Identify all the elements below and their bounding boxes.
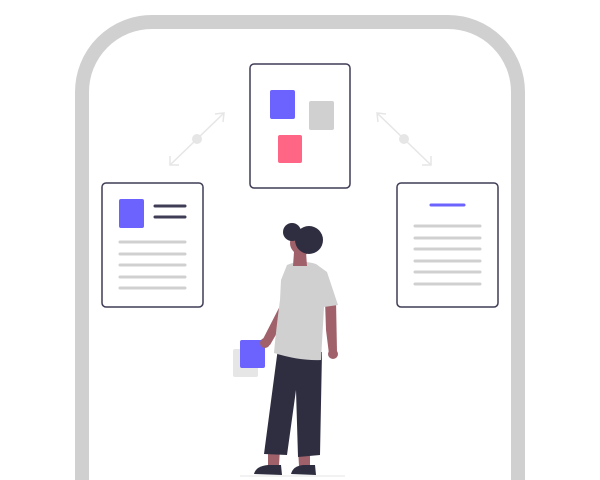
phone-frame [75,15,525,480]
pink-block [278,135,302,163]
arrow-handle-right [399,134,409,144]
layout-card [249,63,351,189]
right-shoe [291,465,316,475]
left-hand [260,338,270,348]
folder-icon [240,340,265,368]
neck [293,252,307,266]
gray-block [309,101,334,130]
hair [295,226,323,254]
right-hand [328,349,338,359]
hair-bun [283,223,301,241]
arrow-handle-left [192,134,202,144]
right-arm [325,300,337,354]
pants [264,348,322,457]
avatar-block [119,199,144,228]
purple-block [270,90,295,119]
document-card [396,182,499,308]
shirt [274,261,338,361]
profile-card [101,182,204,308]
left-shoe [254,465,282,475]
person-figure [233,223,345,477]
